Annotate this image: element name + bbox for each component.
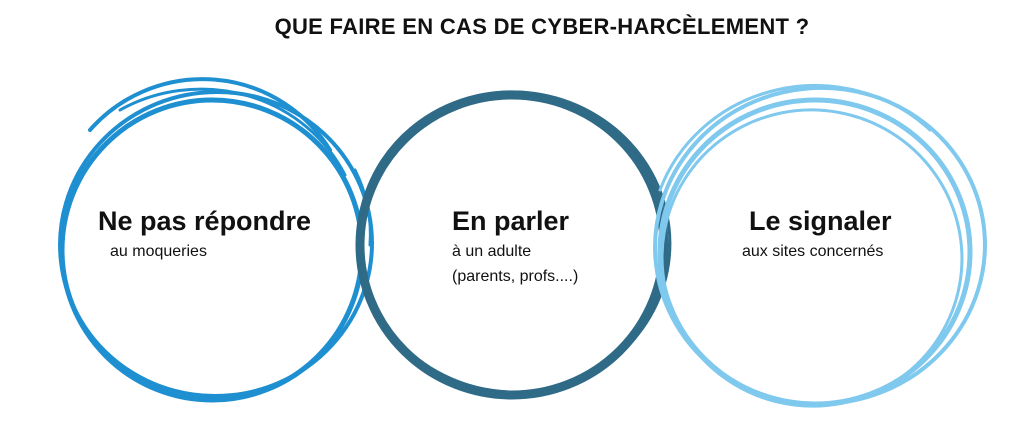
step-text: aux sites concernés (742, 243, 884, 260)
step-text: (parents, profs....) (452, 268, 579, 285)
step-heading: En parler (452, 206, 570, 236)
step-heading: Le signaler (749, 206, 892, 236)
page-title: QUE FAIRE EN CAS DE CYBER-HARCÈLEMENT ? (274, 14, 810, 39)
step-report: Le signaler aux sites concernés (742, 206, 892, 262)
step-heading: Ne pas répondre (98, 206, 312, 236)
step-text: à un adulte (452, 243, 532, 260)
step-text: au moqueries (110, 243, 207, 260)
step-talk-to-adult: En parler à un adulte (parents, profs...… (452, 206, 578, 287)
step-dont-reply: Ne pas répondre au moqueries (98, 206, 311, 262)
ring-3 (653, 84, 987, 408)
